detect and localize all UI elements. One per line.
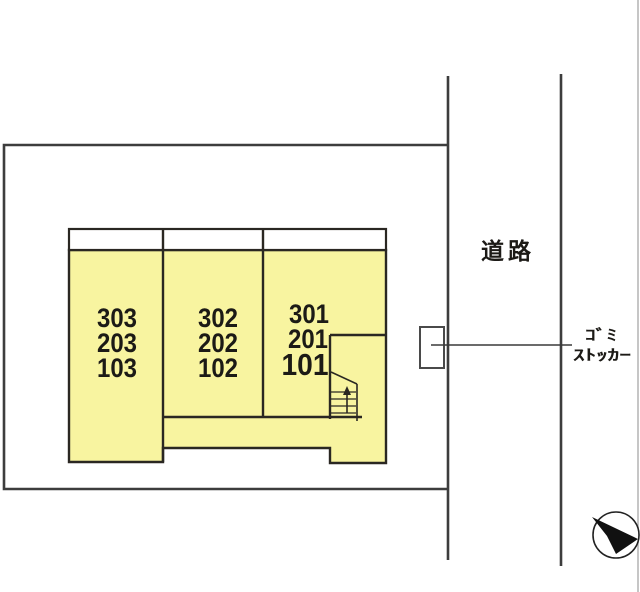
compass [592,511,640,559]
unit-label: 102 [198,353,238,383]
garbage-stocker-label-line1: ｺﾞﾐ [585,326,617,344]
unit-label: 301 [289,299,329,329]
road: 道路 [446,74,563,566]
unit-label-featured: 101 [282,347,329,382]
garbage-stocker-label-line2: ｽﾄｯｶｰ [573,347,632,364]
property-boundary [2,143,448,491]
compass-needle-icon [592,517,638,554]
building-footprint [67,248,388,465]
garbage-stocker: ｺﾞﾐ ｽﾄｯｶｰ [419,326,632,369]
unit-label: 202 [198,328,238,358]
unit-label: 201 [288,324,328,354]
room-right-unit-labels: 301 201 101 [282,299,330,382]
stair-break-line [330,371,358,385]
unit-label: 303 [97,303,137,333]
staircase [328,333,386,421]
garbage-stocker-box [419,326,445,369]
road-label: 道路 [481,238,535,264]
building: 303 203 103 302 202 102 301 201 101 [67,227,388,465]
stair-up-arrow [343,386,351,413]
balcony-strip [67,227,388,252]
unit-label: 203 [97,328,137,358]
unit-label: 103 [97,353,137,383]
room-middle-unit-labels: 302 202 102 [198,303,238,383]
stair-treads [331,391,356,414]
room-left-unit-labels: 303 203 103 [97,303,137,383]
unit-label: 302 [198,303,238,333]
